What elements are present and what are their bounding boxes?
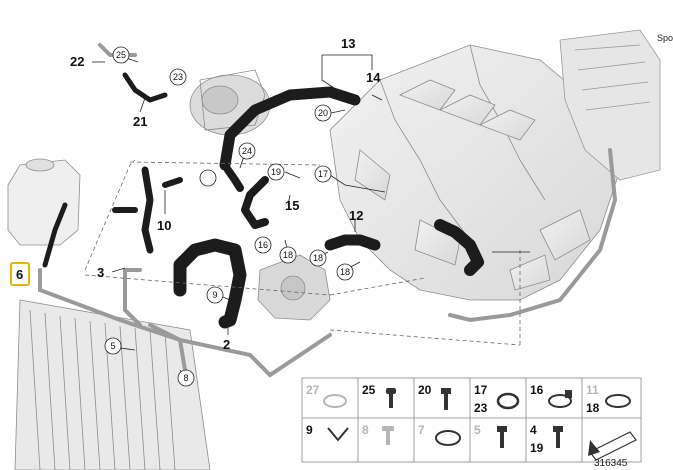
hose-10c <box>162 177 183 188</box>
clip-9-icon <box>327 427 349 442</box>
o-ring-17-icon <box>496 392 520 410</box>
legend-label-18: 18 <box>586 401 600 415</box>
callout-10: 10 <box>157 218 171 233</box>
callout-18a: 18 <box>283 250 293 260</box>
legend-label-25: 25 <box>362 383 376 397</box>
hose-engine-side <box>434 219 484 276</box>
corner-text: Spo <box>657 33 673 43</box>
callout-18b: 18 <box>313 253 323 263</box>
callout-17: 17 <box>318 169 328 179</box>
callout-20: 20 <box>318 108 328 118</box>
turbocharger <box>189 69 271 136</box>
parts-legend: 27 25 20 17 23 16 11 18 9 8 7 5 4 19 <box>301 377 642 463</box>
clamp-27-icon <box>323 394 347 408</box>
callout-12: 12 <box>349 208 363 223</box>
legend-label-19: 19 <box>530 441 544 455</box>
legend-label-20: 20 <box>418 383 432 397</box>
hose-12 <box>324 234 381 251</box>
callout-24: 24 <box>242 146 252 156</box>
callout-8a: 8 <box>183 373 188 383</box>
bolt-4-icon <box>553 426 563 448</box>
expansion-tank <box>7 158 81 246</box>
legend-label-8: 8 <box>362 423 369 437</box>
callout-22: 22 <box>70 54 84 69</box>
bolt-5-icon <box>497 426 507 448</box>
callout-6-highlight[interactable] <box>10 262 30 286</box>
callout-13: 13 <box>341 36 355 51</box>
engine-block <box>329 44 621 301</box>
legend-label-16: 16 <box>530 383 544 397</box>
bolt-20-icon <box>441 388 451 410</box>
arrow-icon <box>588 431 637 461</box>
hose-21 <box>122 72 168 103</box>
legend-label-17: 17 <box>474 383 488 397</box>
callout-5: 5 <box>110 341 115 351</box>
clamp-7-icon <box>435 430 461 446</box>
callout-3: 3 <box>97 265 104 280</box>
diagram-id: 316345 <box>594 458 628 469</box>
callout-21: 21 <box>133 114 147 129</box>
clip-8-icon <box>382 426 394 445</box>
hose-15 <box>241 176 269 229</box>
hose-24 <box>224 166 244 192</box>
callout-15: 15 <box>285 198 299 213</box>
callout-19: 19 <box>271 167 281 177</box>
hose-10 <box>141 166 154 254</box>
callout-9: 9 <box>212 290 217 300</box>
legend-label-5: 5 <box>474 423 481 437</box>
hose-2 <box>173 238 247 329</box>
clip-25-icon <box>386 388 396 408</box>
callout-25: 25 <box>116 50 126 60</box>
callout-18c: 18 <box>340 267 350 277</box>
callout-16: 16 <box>258 240 268 250</box>
callout-2: 2 <box>223 337 230 352</box>
circled-callouts <box>104 46 354 387</box>
hose-13 <box>219 86 361 171</box>
legend-label-9: 9 <box>306 423 313 437</box>
hoses <box>42 72 484 329</box>
legend-label-7: 7 <box>418 423 425 437</box>
callout-23: 23 <box>173 72 183 82</box>
dashed-connectors <box>84 159 521 346</box>
radiator <box>14 299 211 470</box>
callout-14: 14 <box>366 70 381 85</box>
water-pump <box>257 254 331 321</box>
hose-expansion <box>42 202 68 268</box>
clamp-16-icon <box>548 390 572 408</box>
callout-6[interactable]: 6 <box>16 267 23 282</box>
clamp-11-icon <box>605 394 631 408</box>
engine-rear-housing <box>559 29 661 181</box>
legend-label-4: 4 <box>530 423 537 437</box>
legend-label-27: 27 <box>306 383 320 397</box>
legend-label-23: 23 <box>474 401 488 415</box>
legend-label-11: 11 <box>586 383 599 397</box>
